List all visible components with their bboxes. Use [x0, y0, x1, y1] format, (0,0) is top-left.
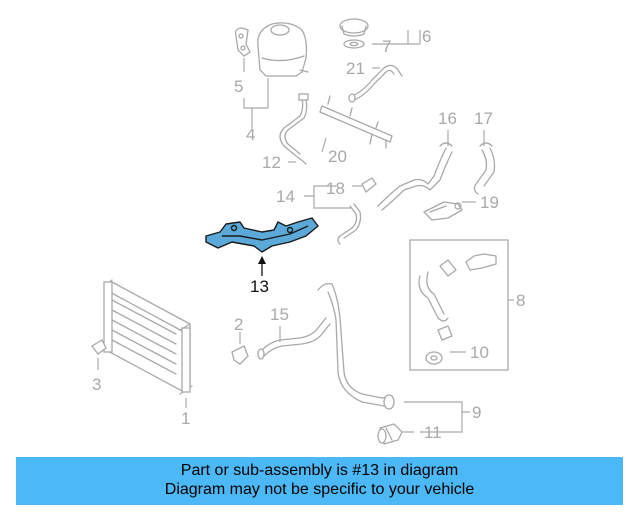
reservoir-cap: [339, 18, 369, 49]
part-labels: 1 2 3 4 5 6 7 8 9 10 11 12 13 14 15 16 1…: [92, 27, 525, 442]
caption-line-1: Part or sub-assembly is #13 in diagram: [180, 462, 459, 479]
label-20: 20: [328, 147, 347, 166]
assembly-box-8: [409, 239, 509, 371]
pipe-18: [337, 203, 362, 245]
label-7: 7: [382, 37, 391, 56]
label-15: 15: [270, 305, 289, 324]
reservoir-bracket: [234, 27, 251, 57]
label-5: 5: [234, 77, 243, 96]
highlighted-part-13: [205, 217, 319, 253]
bracket-2: [231, 345, 249, 365]
caption-banner: Part or sub-assembly is #13 in diagram D…: [16, 457, 623, 505]
clip-18: [361, 177, 377, 194]
label-6: 6: [422, 27, 431, 46]
hose-21: [351, 64, 403, 101]
label-21: 21: [346, 59, 365, 78]
label-19: 19: [480, 193, 499, 212]
label-18: 18: [326, 179, 345, 198]
radiator: [103, 279, 193, 395]
label-11: 11: [424, 423, 442, 442]
coolant-reservoir: [257, 22, 309, 77]
label-17: 17: [474, 109, 493, 128]
hose-17: [473, 147, 496, 195]
label-13: 13: [250, 277, 269, 296]
parts-diagram: 1 2 3 4 5 6 7 8 9 10 11 12 13 14 15 16 1…: [91, 18, 525, 445]
label-8: 8: [516, 291, 525, 310]
hose-16: [377, 147, 453, 211]
support-rail: [319, 95, 393, 149]
leader-lines: [97, 30, 514, 433]
bracket-3: [91, 339, 107, 355]
label-1: 1: [181, 409, 190, 428]
arrow-13: [258, 256, 266, 264]
label-16: 16: [438, 109, 457, 128]
pipe-15: [261, 317, 331, 357]
label-9: 9: [472, 403, 481, 422]
pipe-12: [279, 97, 308, 165]
label-12: 12: [262, 153, 281, 172]
thermostat-19: [423, 201, 463, 221]
label-4: 4: [246, 125, 255, 144]
label-3: 3: [92, 375, 101, 394]
label-14: 14: [276, 187, 295, 206]
hose-9: [317, 282, 393, 407]
label-2: 2: [234, 315, 243, 334]
caption-line-2: Diagram may not be specific to your vehi…: [164, 481, 475, 498]
label-10: 10: [470, 343, 489, 362]
